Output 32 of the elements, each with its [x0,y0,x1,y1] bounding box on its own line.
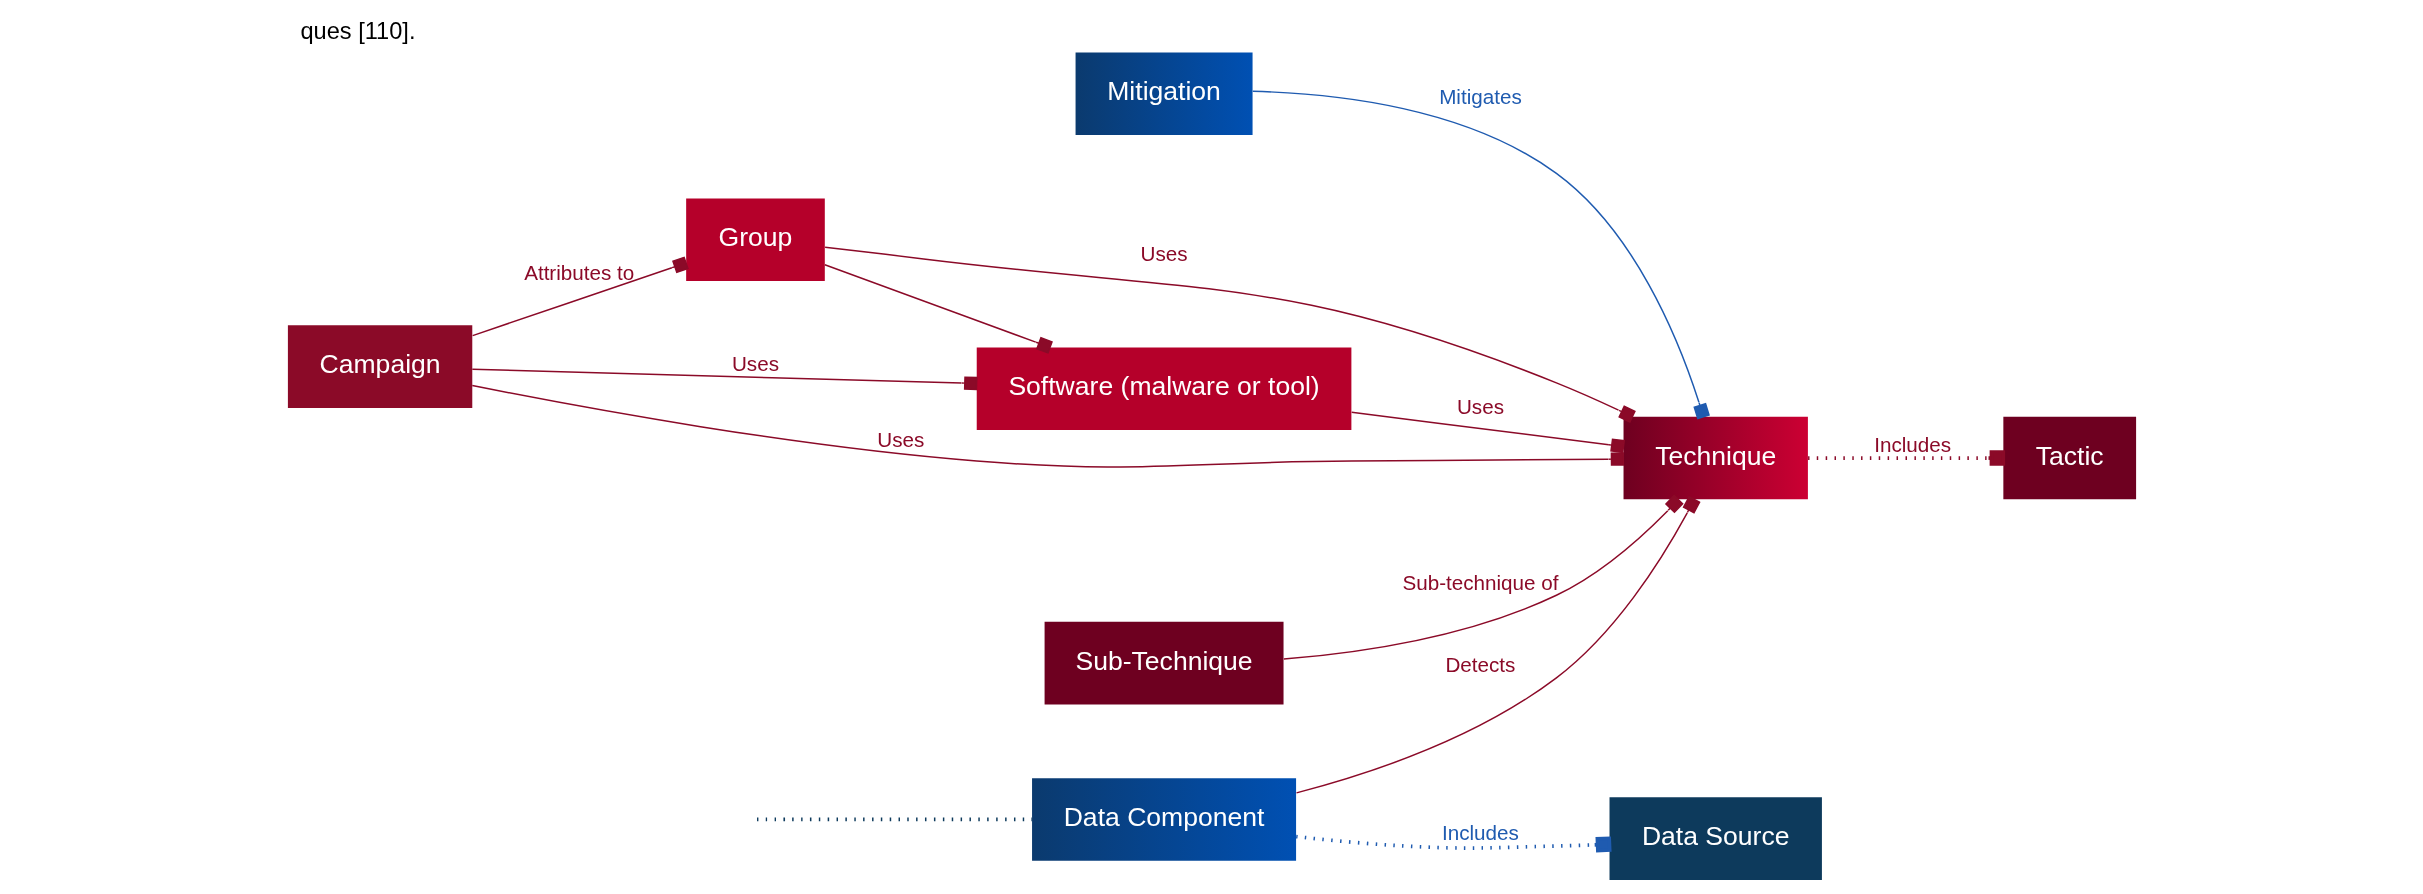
node-box: Data Component [1031,778,1296,861]
caption: ques [110]. [299,17,415,44]
connector [471,368,978,391]
connector [823,263,1053,354]
edge-label: Mitigates [1438,85,1522,109]
node-box: Data Source [1609,797,1822,880]
node-box: Technique [1623,416,1808,500]
node-box: Mitigation [1075,52,1253,136]
edge-label: Uses [1456,395,1504,419]
edge-label: Attributes to [523,260,634,284]
connector [1251,90,1710,420]
connector [756,817,1032,822]
edge-label: Sub-technique of [1401,570,1558,594]
connector [1350,411,1625,454]
edge-label: Detects [1444,653,1515,677]
node-box: Tactic [2002,416,2136,500]
connector [471,256,689,337]
connector [1282,494,1684,660]
connector [1807,450,2005,466]
connector [823,246,1636,423]
edge-label: Uses [1140,241,1188,265]
connector [1295,834,1612,853]
edge-label: Includes [1873,433,1951,457]
edge-label: Uses [731,352,779,376]
node-box: Sub-Technique [1044,621,1284,705]
edge-label: Uses [876,427,924,451]
node-box: Group [685,198,825,282]
node-box: Software (malware or tool) [976,347,1351,431]
node-box: Campaign [287,325,472,408]
edge-label: Includes [1441,821,1519,845]
connector [471,384,1624,468]
connector [1295,495,1701,794]
